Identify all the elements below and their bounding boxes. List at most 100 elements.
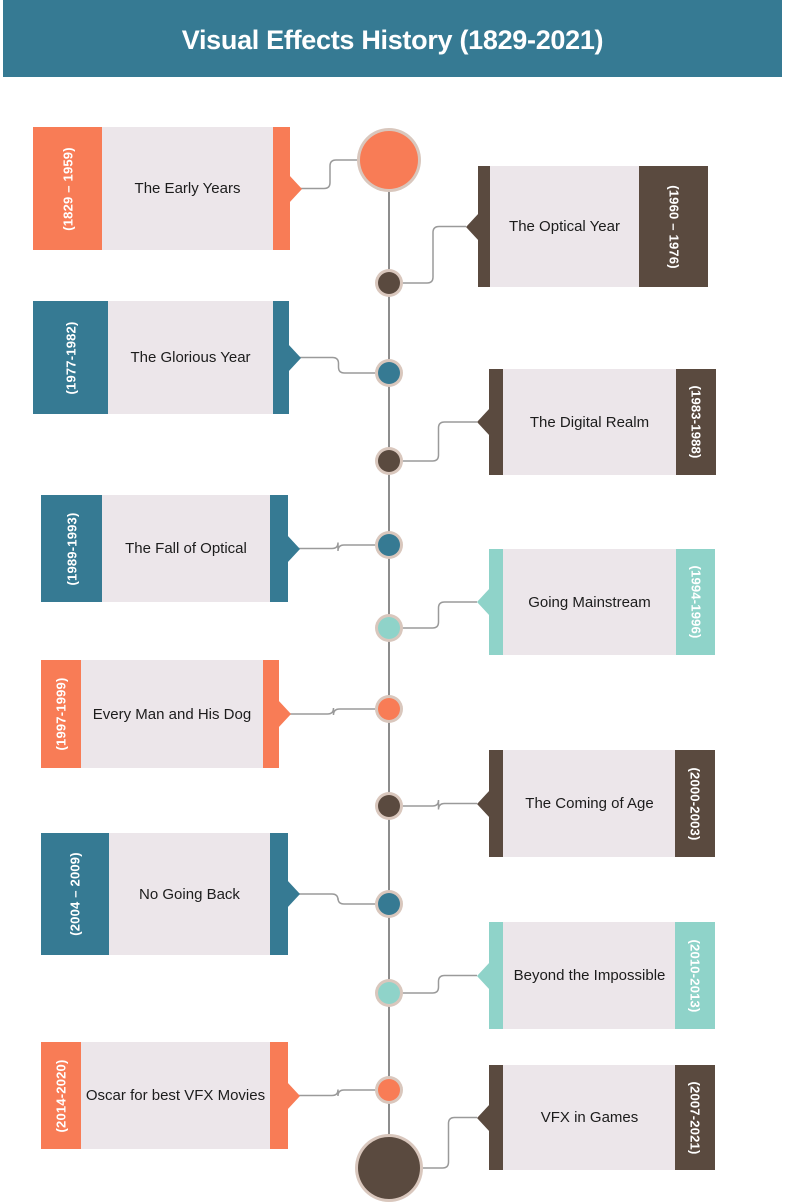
connector-line [400, 799, 477, 810]
event-card: (1989-1993) The Fall of Optical [41, 495, 300, 602]
event-date: (1977-1982) [63, 320, 78, 395]
event-pointer [477, 961, 490, 990]
connector-line [300, 159, 360, 190]
event-title: The Glorious Year [130, 349, 251, 366]
event-card: (1960 – 1976) The Optical Year [466, 166, 708, 287]
event-date-tab: (2007-2021) [675, 1065, 715, 1170]
event-date-tab: (1960 – 1976) [639, 166, 708, 287]
event-date-tab: (2010-2013) [675, 922, 715, 1029]
event-accent-bar [489, 549, 503, 655]
event-pointer [288, 343, 301, 372]
event-accent-bar [478, 166, 490, 287]
event-title: Every Man and His Dog [92, 705, 252, 723]
event-card: (2007-2021) VFX in Games [477, 1065, 715, 1170]
event-title: The Digital Realm [529, 413, 650, 431]
event-date-tab: (1997-1999) [41, 660, 81, 768]
event-date: (2004 – 2009) [67, 852, 83, 936]
event-date-tab: (1989-1993) [41, 495, 102, 602]
connector-line [289, 707, 378, 716]
event-date: (2010-2013) [687, 938, 703, 1013]
event-pointer [289, 174, 302, 203]
timeline-node [378, 795, 400, 817]
event-pointer [278, 700, 291, 728]
event-date-tab: (1983-1988) [676, 369, 716, 475]
event-date: (1960 – 1976) [666, 184, 681, 269]
timeline-node [378, 1079, 400, 1101]
event-date-tab: (2014-2020) [41, 1042, 81, 1149]
event-card: (2010-2013) Beyond the Impossible [477, 922, 715, 1029]
title-banner: Visual Effects History (1829-2021) [3, 0, 782, 77]
event-title: Beyond the Impossible [513, 967, 666, 984]
event-card: (1983-1988) The Digital Realm [477, 369, 716, 475]
event-card: (2004 – 2009) No Going Back [41, 833, 300, 955]
timeline-node [378, 534, 400, 556]
event-accent-bar [270, 495, 288, 602]
event-card: (2000-2003) The Coming of Age [477, 750, 715, 857]
timeline-node [378, 982, 400, 1004]
event-card: (1994-1996) Going Mainstream [477, 549, 715, 655]
event-card: (1977-1982) The Glorious Year [33, 301, 301, 414]
timeline-node [378, 362, 400, 384]
event-accent-bar [489, 922, 503, 1029]
timeline-node [360, 131, 418, 189]
event-date: (2014-2020) [53, 1058, 69, 1133]
connector-line [420, 1116, 477, 1169]
event-accent-bar [489, 369, 503, 475]
event-date-tab: (2004 – 2009) [41, 833, 109, 955]
event-title: Going Mainstream [528, 593, 651, 611]
event-pointer [477, 1103, 490, 1132]
event-pointer [477, 588, 490, 616]
event-date: (1994-1996) [688, 565, 703, 639]
diagram-title: Visual Effects History (1829-2021) [181, 25, 604, 55]
event-pointer [477, 408, 490, 436]
connector-line [298, 1089, 378, 1097]
event-date: (1997-1999) [53, 677, 69, 751]
event-title: No Going Back [139, 885, 240, 903]
event-card-body [41, 1042, 288, 1149]
connector-line [400, 421, 477, 462]
connector-line [298, 893, 378, 905]
event-date-tab: (1977-1982) [33, 301, 108, 414]
event-pointer [287, 1081, 300, 1110]
event-title: Oscar for best VFX Movies [85, 1087, 266, 1104]
timeline-node [378, 893, 400, 915]
connector-line [400, 601, 477, 629]
event-date: (1983-1988) [688, 385, 704, 459]
event-accent-bar [489, 750, 503, 857]
event-card: (2014-2020) Oscar for best VFX Movies [41, 1042, 300, 1149]
event-date: (2007-2021) [687, 1080, 703, 1155]
event-accent-bar [273, 301, 289, 414]
event-title: VFX in Games [540, 1109, 639, 1126]
event-date-tab: (1994-1996) [676, 549, 715, 655]
event-pointer [477, 789, 490, 818]
event-accent-bar [263, 660, 279, 768]
timeline-node [378, 617, 400, 639]
event-pointer [466, 212, 479, 241]
event-date-tab: (1829 – 1959) [33, 127, 102, 250]
event-pointer [287, 534, 300, 563]
timeline-node [358, 1137, 420, 1199]
event-pointer [287, 880, 300, 908]
connector-line [299, 356, 378, 374]
event-title: The Coming of Age [525, 795, 654, 812]
event-card: (1997-1999) Every Man and His Dog [41, 660, 291, 768]
event-accent-bar [489, 1065, 503, 1170]
event-card: (1829 – 1959) The Early Years [33, 127, 302, 250]
event-date: (1829 – 1959) [60, 146, 75, 231]
timeline-node [378, 272, 400, 294]
event-date: (2000-2003) [687, 766, 703, 841]
connector-line [400, 974, 477, 994]
event-accent-bar [273, 127, 290, 250]
timeline-node [378, 698, 400, 720]
event-title: The Early Years [134, 180, 241, 197]
event-accent-bar [270, 833, 288, 955]
event-title: The Fall of Optical [125, 540, 247, 557]
event-title: The Optical Year [509, 218, 620, 235]
event-accent-bar [270, 1042, 288, 1149]
connector-line [400, 225, 466, 284]
connector-line [298, 542, 378, 552]
event-date: (1989-1993) [64, 511, 79, 586]
timeline-node [378, 450, 400, 472]
event-date-tab: (2000-2003) [675, 750, 715, 857]
